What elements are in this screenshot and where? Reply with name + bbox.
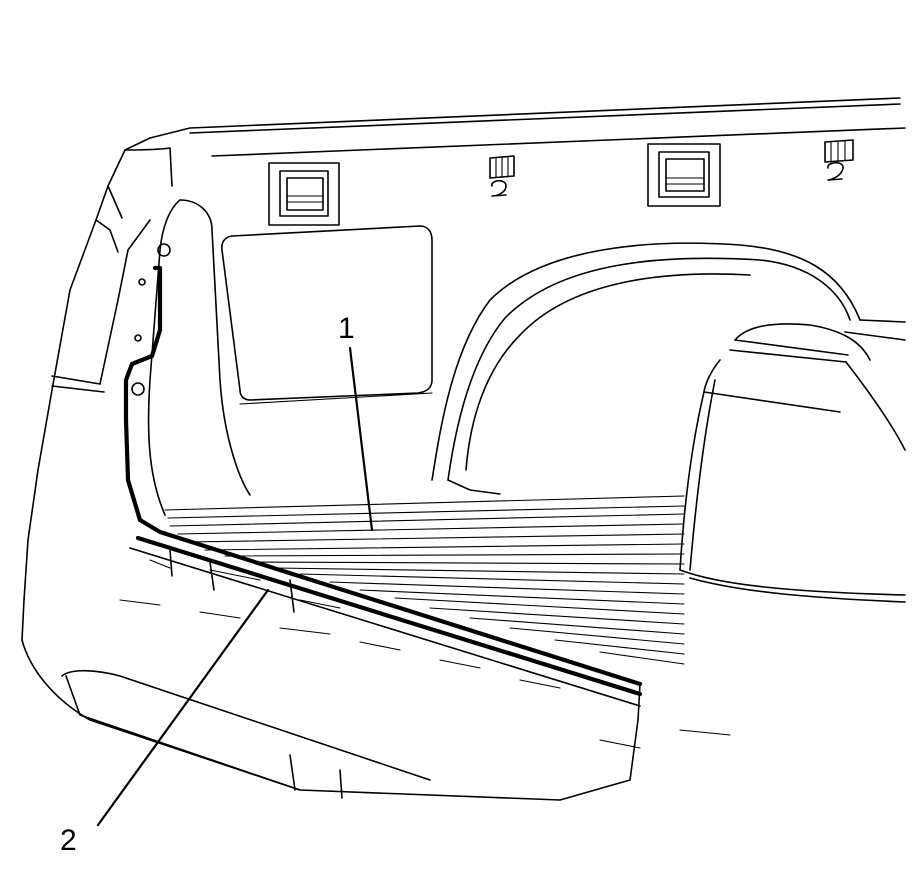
wheel-well: [431, 242, 906, 495]
retainer-clip-right: [824, 139, 854, 181]
tie-down-pocket-right: [647, 143, 721, 207]
callout-label-2: 2: [60, 824, 77, 857]
tie-down-pocket-left: [268, 162, 340, 226]
retainer-clip-left: [489, 155, 515, 197]
tailgate: [21, 549, 731, 801]
bulkhead-panel: [221, 225, 433, 401]
rear-wheelhouse-cover: [679, 323, 906, 603]
callout-label-1: 1: [338, 312, 355, 345]
front-bulkhead: [95, 97, 906, 221]
leader-line-1: [348, 346, 374, 532]
bed-floor-ribs: [164, 495, 685, 665]
tailgate-seal: [123, 265, 643, 707]
leader-line-2: [96, 588, 270, 827]
left-bedside: [21, 185, 251, 641]
